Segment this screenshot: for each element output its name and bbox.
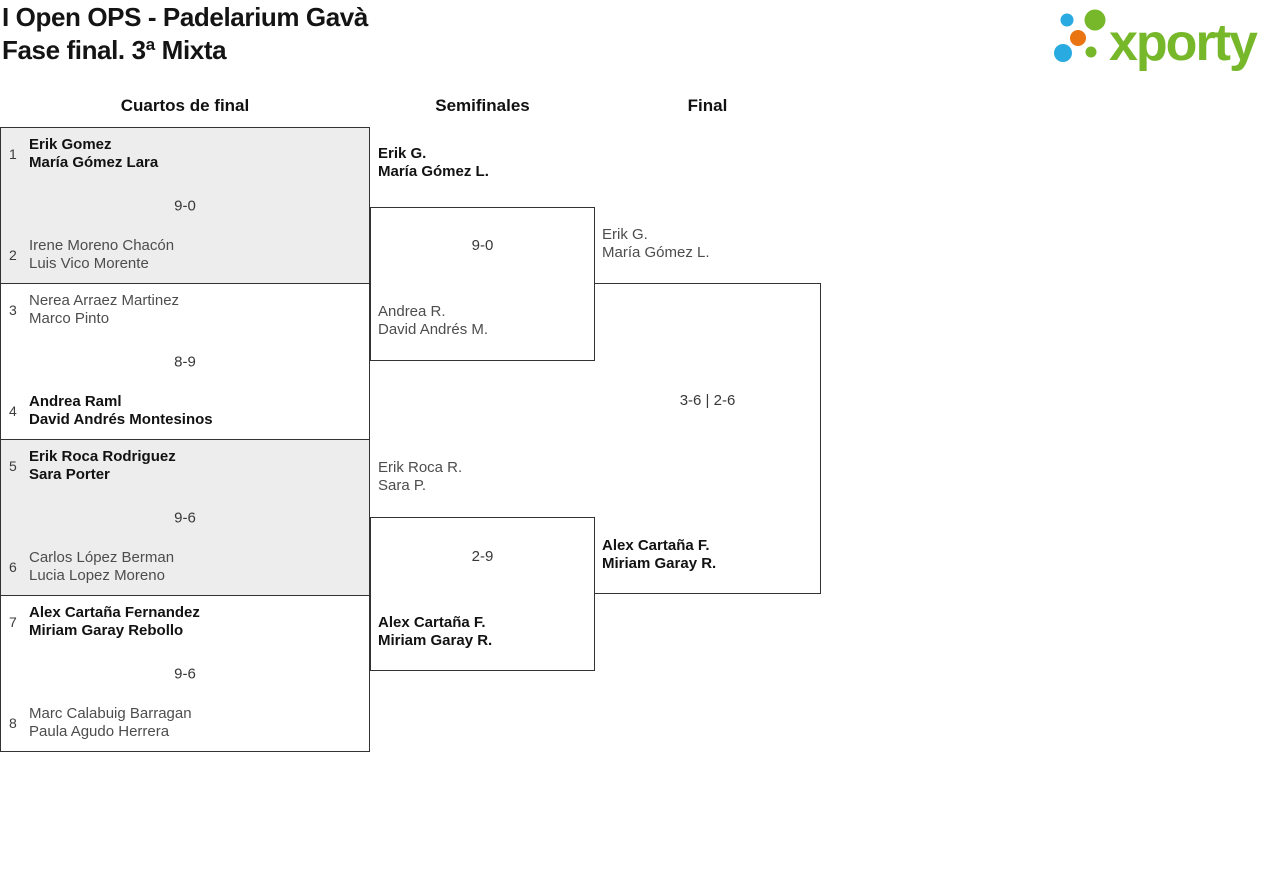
match-score: 8-9 xyxy=(174,353,196,370)
team-names: Alex Cartaña Fernandez Miriam Garay Rebo… xyxy=(29,604,200,640)
sf2-team-bottom: Alex Cartaña F. Miriam Garay R. xyxy=(378,614,492,650)
team-player-2: Miriam Garay R. xyxy=(378,632,493,649)
team-player-1: Alex Cartaña Fernandez xyxy=(29,604,200,621)
team-player-2: David Andrés Montesinos xyxy=(29,411,213,428)
sf1-score: 9-0 xyxy=(471,237,494,254)
qf-match-2: 3 Nerea Arraez Martinez Marco Pinto 8-9 … xyxy=(0,283,370,440)
final-team-top: Erik G. María Gómez L. xyxy=(602,226,710,262)
seed-number: 8 xyxy=(9,715,17,731)
team-player-2: David Andrés M. xyxy=(378,321,489,338)
seed-number: 1 xyxy=(9,146,17,162)
sf2-team-top: Erik Roca R. Sara P. xyxy=(378,459,462,495)
team-player-2: María Gómez L. xyxy=(602,244,710,261)
team-player-2: Paula Agudo Herrera xyxy=(29,723,170,740)
team-player-1: Carlos López Berman xyxy=(29,549,175,566)
page-header: I Open OPS - Padelarium Gavà Fase final.… xyxy=(2,1,368,67)
team-row: 2 Irene Moreno Chacón Luis Vico Morente xyxy=(9,237,359,273)
team-player-2: Lucia Lopez Moreno xyxy=(29,567,165,584)
final-team-bottom: Alex Cartaña F. Miriam Garay R. xyxy=(602,537,716,573)
team-row: 4 Andrea Raml David Andrés Montesinos xyxy=(9,393,359,429)
seed-number: 4 xyxy=(9,403,17,419)
logo-dot-orange xyxy=(1070,30,1086,46)
team-player-2: Sara Porter xyxy=(29,466,110,483)
seed-number: 2 xyxy=(9,247,17,263)
team-row: 7 Alex Cartaña Fernandez Miriam Garay Re… xyxy=(9,604,359,640)
final-score: 3-6 | 2-6 xyxy=(679,392,736,409)
qf-match-3: 5 Erik Roca Rodriguez Sara Porter 9-6 6 … xyxy=(0,439,370,596)
team-player-1: Andrea Raml xyxy=(29,393,122,410)
logo-dot-blue-small xyxy=(1060,13,1074,27)
logo-dot-blue-large xyxy=(1054,44,1072,62)
xporty-logo[interactable]: xporty xyxy=(1040,0,1280,80)
qf-match-1: 1 Erik Gomez María Gómez Lara 9-0 2 Iren… xyxy=(0,127,370,284)
tournament-title: I Open OPS - Padelarium Gavà xyxy=(2,2,368,32)
team-player-1: Alex Cartaña F. xyxy=(378,614,486,631)
team-player-1: Erik G. xyxy=(602,226,648,243)
team-names: Erik Gomez María Gómez Lara xyxy=(29,136,158,172)
team-player-2: Marco Pinto xyxy=(29,310,110,327)
round-header-semifinales: Semifinales xyxy=(435,96,530,115)
sf1-team-top: Erik G. María Gómez L. xyxy=(378,145,489,181)
team-player-2: Sara P. xyxy=(378,477,427,494)
qf-match-4: 7 Alex Cartaña Fernandez Miriam Garay Re… xyxy=(0,595,370,752)
team-names: Andrea Raml David Andrés Montesinos xyxy=(29,393,213,429)
team-player-1: Nerea Arraez Martinez xyxy=(29,292,180,309)
team-names: Erik Roca Rodriguez Sara Porter xyxy=(29,448,176,484)
logo-dot-green-small xyxy=(1085,46,1097,58)
seed-number: 5 xyxy=(9,458,17,474)
match-score: 9-0 xyxy=(174,197,196,214)
team-player-1: Alex Cartaña F. xyxy=(602,537,710,554)
logo-wordmark: xporty xyxy=(1109,14,1258,72)
logo-dot-green-large xyxy=(1084,9,1106,31)
team-names: Carlos López Berman Lucia Lopez Moreno xyxy=(29,549,174,585)
team-row: 3 Nerea Arraez Martinez Marco Pinto xyxy=(9,292,359,328)
team-player-1: Erik Gomez xyxy=(29,136,112,153)
tournament-subtitle: Fase final. 3ª Mixta xyxy=(2,35,227,65)
team-names: Marc Calabuig Barragan Paula Agudo Herre… xyxy=(29,705,192,741)
match-score: 9-6 xyxy=(174,665,196,682)
team-player-2: Luis Vico Morente xyxy=(29,255,149,272)
team-player-1: Erik Roca R. xyxy=(378,459,463,476)
team-names: Nerea Arraez Martinez Marco Pinto xyxy=(29,292,179,328)
match-score: 9-6 xyxy=(174,509,196,526)
round-header-cuartos-de-final: Cuartos de final xyxy=(120,96,250,115)
team-row: 6 Carlos López Berman Lucia Lopez Moreno xyxy=(9,549,359,585)
team-player-1: Marc Calabuig Barragan xyxy=(29,705,192,722)
team-player-2: María Gómez Lara xyxy=(29,154,159,171)
sf-match-1-box xyxy=(370,207,595,361)
team-player-2: María Gómez L. xyxy=(378,163,489,180)
sf-match-2-box xyxy=(370,517,595,671)
round-header-final: Final xyxy=(687,96,728,115)
sf1-team-bottom: Andrea R. David Andrés M. xyxy=(378,303,488,339)
seed-number: 6 xyxy=(9,559,17,575)
team-row: 8 Marc Calabuig Barragan Paula Agudo Her… xyxy=(9,705,359,741)
team-row: 5 Erik Roca Rodriguez Sara Porter xyxy=(9,448,359,484)
team-player-2: Miriam Garay Rebollo xyxy=(29,622,184,639)
team-player-1: Andrea R. xyxy=(378,303,446,320)
team-player-1: Irene Moreno Chacón xyxy=(29,237,175,254)
team-row: 1 Erik Gomez María Gómez Lara xyxy=(9,136,359,172)
team-player-1: Erik Roca Rodriguez xyxy=(29,448,176,465)
seed-number: 3 xyxy=(9,302,17,318)
team-player-2: Miriam Garay R. xyxy=(602,555,717,572)
sf2-score: 2-9 xyxy=(471,548,494,565)
team-names: Irene Moreno Chacón Luis Vico Morente xyxy=(29,237,174,273)
final-match-box xyxy=(594,283,821,594)
seed-number: 7 xyxy=(9,614,17,630)
team-player-1: Erik G. xyxy=(378,145,427,162)
